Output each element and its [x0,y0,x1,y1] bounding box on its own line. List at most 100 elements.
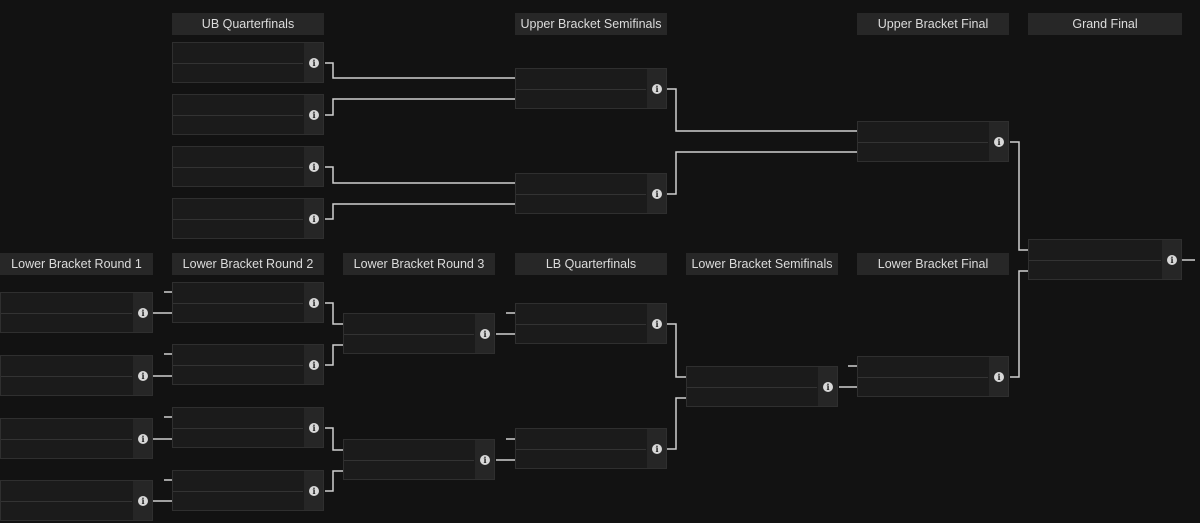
team-slot[interactable] [516,323,646,343]
match-card[interactable]: i [0,292,153,333]
connector-line [1010,141,1028,251]
match-card[interactable]: i [172,94,324,135]
match-info-panel: i [475,314,494,353]
info-icon[interactable]: i [309,109,319,120]
team-slot[interactable] [516,448,646,468]
team-slot[interactable] [173,364,303,384]
team-slot[interactable] [1,375,132,395]
team-slot[interactable] [173,490,303,510]
connector-line [325,344,343,366]
team-slot[interactable] [173,408,303,429]
team-slot[interactable] [1,500,132,520]
team-slot[interactable] [1,481,132,502]
match-card[interactable]: i [0,418,153,459]
match-card[interactable]: i [343,313,495,354]
team-slot[interactable] [173,302,303,322]
info-icon[interactable]: i [994,136,1004,147]
match-card[interactable]: i [343,439,495,480]
match-card[interactable]: i [0,480,153,521]
match-card[interactable]: i [515,303,667,344]
info-icon[interactable]: i [138,370,148,381]
match-info-panel: i [304,95,323,134]
team-slot[interactable] [687,386,817,406]
team-slot[interactable] [173,218,303,238]
team-slot[interactable] [516,69,646,90]
info-icon[interactable]: i [138,433,148,444]
match-info-panel: i [647,304,666,343]
team-slot[interactable] [173,471,303,492]
team-slot[interactable] [1,293,132,314]
team-slot[interactable] [173,345,303,366]
info-icon[interactable]: i [652,188,662,199]
team-slot[interactable] [173,199,303,220]
info-icon[interactable]: i [994,371,1004,382]
team-slot[interactable] [858,357,988,378]
match-card[interactable]: i [1028,239,1182,280]
match-card[interactable]: i [686,366,838,407]
info-icon[interactable]: i [309,213,319,224]
team-slot[interactable] [173,427,303,447]
match-card[interactable]: i [0,355,153,396]
team-slot[interactable] [173,147,303,168]
team-slot[interactable] [1,438,132,458]
round-header-lbsf: Lower Bracket Semifinals [686,253,838,275]
team-slot[interactable] [344,333,474,353]
team-slot[interactable] [516,429,646,450]
team-slot[interactable] [173,166,303,186]
info-icon[interactable]: i [138,307,148,318]
connector-line [667,151,857,195]
info-icon[interactable]: i [309,297,319,308]
match-info-panel: i [647,174,666,213]
team-slot[interactable] [687,367,817,388]
round-header-lbf: Lower Bracket Final [857,253,1009,275]
match-card[interactable]: i [172,344,324,385]
team-slot[interactable] [173,62,303,82]
team-slot[interactable] [1,419,132,440]
team-slot[interactable] [344,314,474,335]
team-slot[interactable] [516,193,646,213]
info-icon[interactable]: i [309,485,319,496]
match-card[interactable]: i [857,121,1009,162]
team-slot[interactable] [858,141,988,161]
info-icon[interactable]: i [480,328,490,339]
match-card[interactable]: i [172,282,324,323]
match-card[interactable]: i [172,407,324,448]
team-slot[interactable] [173,283,303,304]
info-icon[interactable]: i [309,422,319,433]
team-slot[interactable] [344,440,474,461]
team-slot[interactable] [516,174,646,195]
info-icon[interactable]: i [480,454,490,465]
info-icon[interactable]: i [309,359,319,370]
info-icon[interactable]: i [652,318,662,329]
match-card[interactable]: i [172,42,324,83]
team-slot[interactable] [173,43,303,64]
match-card[interactable]: i [515,173,667,214]
match-card[interactable]: i [172,470,324,511]
info-icon[interactable]: i [652,83,662,94]
team-slot[interactable] [173,114,303,134]
team-slot[interactable] [858,122,988,143]
info-icon[interactable]: i [309,161,319,172]
team-slot[interactable] [1,312,132,332]
team-slot[interactable] [858,376,988,396]
team-slot[interactable] [516,88,646,108]
info-icon[interactable]: i [138,495,148,506]
team-slot[interactable] [344,459,474,479]
info-icon[interactable]: i [652,443,662,454]
team-slot[interactable] [1029,259,1161,279]
connector-line [667,397,686,450]
team-slot[interactable] [1,356,132,377]
info-icon[interactable]: i [1167,254,1177,265]
match-card[interactable]: i [172,198,324,239]
match-card[interactable]: i [515,428,667,469]
team-slot[interactable] [516,304,646,325]
match-card[interactable]: i [172,146,324,187]
info-icon[interactable]: i [309,57,319,68]
match-card[interactable]: i [857,356,1009,397]
info-icon[interactable]: i [823,381,833,392]
match-card[interactable]: i [515,68,667,109]
match-info-panel: i [304,147,323,186]
team-slot[interactable] [1029,240,1161,261]
team-slot[interactable] [173,95,303,116]
